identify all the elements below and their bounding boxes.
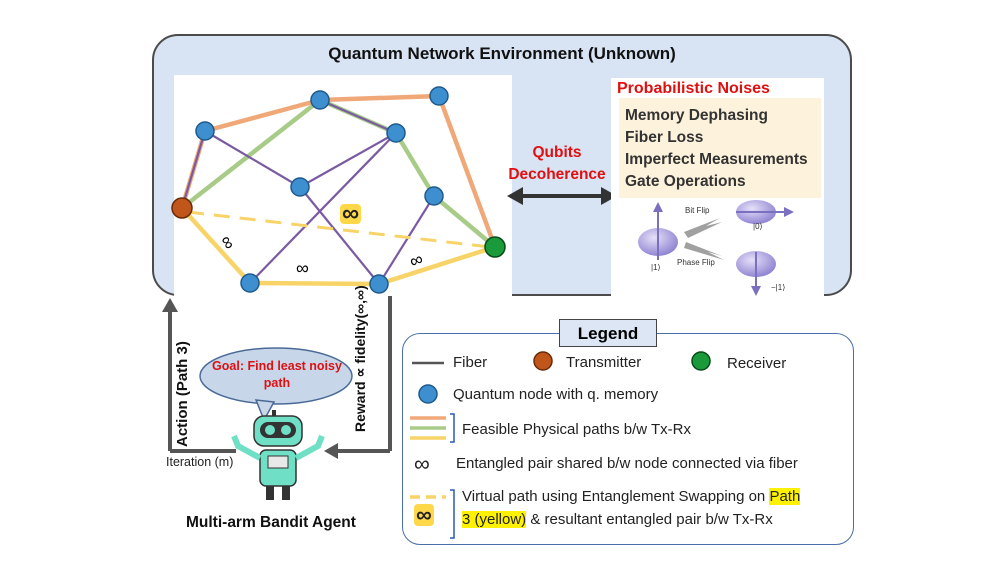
quantum-node: [310, 90, 330, 110]
quantum-node: [369, 274, 389, 294]
quantum-node: [386, 123, 406, 143]
path-yellow: [180, 206, 496, 287]
robot-icon: [231, 410, 325, 500]
bloch-sphere-illustration: [638, 200, 794, 296]
environment-title: Quantum Network Environment (Unknown): [328, 44, 676, 63]
noise-title: Probabilistic Noises: [617, 80, 770, 97]
quantum-node-legend-icon: [418, 384, 438, 404]
noise-item: Fiber Loss: [625, 129, 704, 146]
legend-title: Legend: [559, 319, 657, 347]
tx-rx-pair-legend-icon: ∞: [414, 502, 434, 527]
neg-ket-one-label: −|1⟩: [771, 283, 786, 292]
transmitter-legend-text: Transmitter: [566, 354, 642, 371]
decoherence-label: Qubits Decoherence: [500, 142, 614, 186]
receiver-legend-text: Receiver: [727, 355, 787, 372]
entangled-pair-legend-text: Entangled pair shared b/w node connected…: [456, 455, 798, 472]
transmitter-node: [171, 197, 193, 219]
quantum-node: [240, 273, 260, 293]
fiber-links: [180, 98, 435, 285]
virtual-path-legend-line2: 3 (yellow) & resultant entangled pair b/…: [462, 511, 773, 528]
quantum-node: [424, 186, 444, 206]
path-highlight: 3 (yellow): [462, 511, 527, 528]
path-highlight: Path: [769, 488, 801, 505]
virtual-path-text: Virtual path using Entanglement Swapping…: [462, 488, 770, 505]
double-arrow-icon: [507, 187, 617, 205]
quantum-node: [429, 86, 449, 106]
speech-bubble: [199, 347, 353, 422]
agent-caption: Multi-arm Bandit Agent: [186, 514, 356, 531]
fiber-legend-text: Fiber: [453, 354, 488, 371]
decoherence-line2: Decoherence: [508, 166, 606, 183]
quantum-node-legend-text: Quantum node with q. memory: [453, 386, 659, 403]
quantum-node: [290, 177, 310, 197]
feasible-paths-legend-text: Feasible Physical paths b/w Tx-Rx: [462, 421, 691, 438]
virtual-path-text: & resultant entangled pair b/w Tx-Rx: [526, 511, 773, 528]
legend-panel: [402, 333, 854, 545]
phase-flip-label: Phase Flip: [677, 258, 715, 267]
quantum-node: [195, 121, 215, 141]
receiver-legend-icon: [691, 351, 711, 371]
noise-item: Imperfect Measurements: [625, 151, 808, 168]
tx-rx-entangled-pair-icon: ∞: [340, 200, 362, 227]
ket-zero-label: |0⟩: [753, 222, 763, 231]
iteration-label: Iteration (m): [166, 455, 234, 469]
goal-text: Goal: Find least noisy path: [212, 359, 342, 390]
transmitter-legend-icon: [533, 351, 553, 371]
entangled-pair-icon: ∞: [296, 258, 309, 278]
ket-one-label: |1⟩: [651, 263, 661, 272]
noise-list: Memory Dephasing Fiber Loss Imperfect Me…: [619, 98, 821, 198]
bit-flip-label: Bit Flip: [685, 206, 710, 215]
virtual-path-legend-line1: Virtual path using Entanglement Swapping…: [462, 488, 801, 505]
receiver-node: [484, 236, 506, 258]
decoherence-line1: Qubits: [532, 144, 582, 161]
entangled-pair-legend-icon: ∞: [414, 451, 430, 476]
noise-item: Gate Operations: [625, 173, 746, 190]
noise-item: Memory Dephasing: [625, 107, 768, 124]
